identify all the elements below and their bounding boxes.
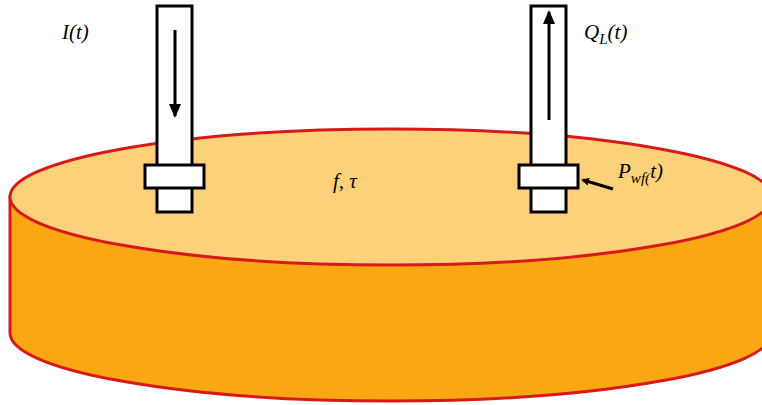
pressure-pointer [583,180,613,189]
injector-packer [145,165,204,188]
reservoir-cylinder: f, τ [0,120,762,405]
injection-arrow [174,30,177,116]
producer-packer [519,165,578,188]
reservoir-outline [0,120,762,405]
quantity-label: Pwf(t) [618,160,663,183]
quantity-label: QL(t) [584,21,627,44]
production-arrow [548,12,551,120]
quantity-label: I(t) [62,21,89,44]
node-label: f, τ [333,170,357,193]
